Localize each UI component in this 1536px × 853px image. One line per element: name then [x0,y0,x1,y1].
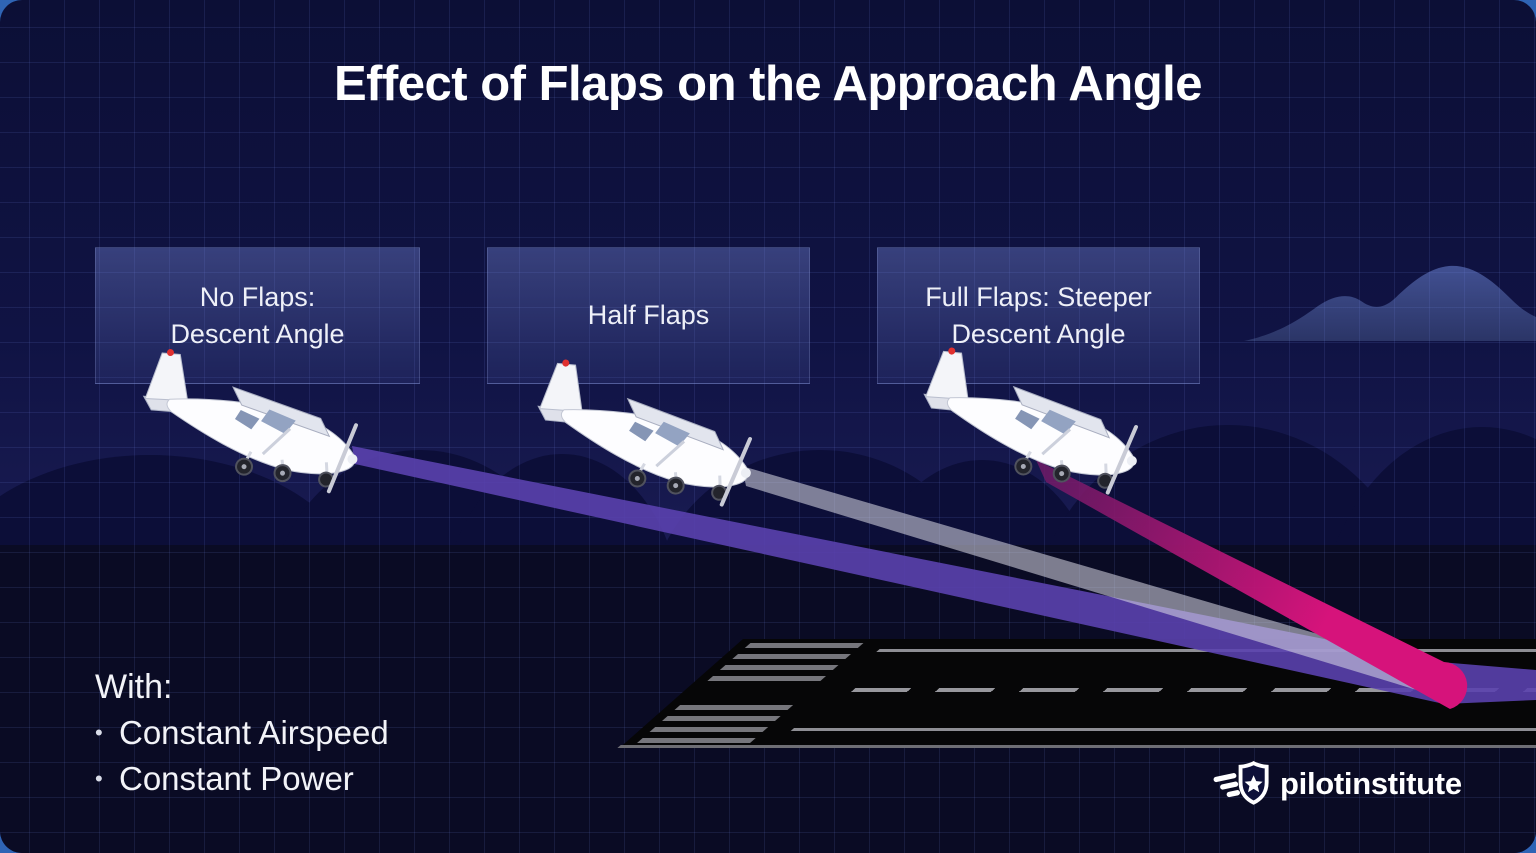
conditions-heading: With: [95,668,173,706]
label-box-half-flaps: Half Flaps [487,247,810,384]
threshold-stripe [732,654,851,659]
bullet-icon: • [95,720,103,745]
winged-shield-star-icon [1213,761,1269,805]
label-line: Half Flaps [587,300,710,330]
threshold-stripe [719,665,839,670]
runway [617,639,1536,748]
threshold-stripe [661,716,781,721]
condition-item: • Constant Power [95,756,389,802]
conditions-block: With: • Constant Airspeed • Constant Pow… [95,664,389,802]
label-box-full-flaps: Full Flaps: Steeper Descent Angle [877,247,1200,384]
brand-name: pilotinstitute [1280,765,1462,801]
label-line: Descent Angle [170,318,345,349]
condition-text: Constant Airspeed [119,714,389,751]
threshold-stripe [674,705,794,710]
bullet-icon: • [95,766,103,791]
runway-centerline [850,688,1536,692]
runway-edge-line-top [876,649,1536,652]
condition-item: • Constant Airspeed [95,710,389,756]
threshold-stripe [637,738,756,743]
page-title: Effect of Flaps on the Approach Angle [333,57,1203,111]
label-line: Full Flaps: Steeper [925,281,1152,312]
mountain-silhouette [1244,265,1536,341]
label-line: Descent Angle [951,318,1126,349]
label-box-no-flaps: No Flaps: Descent Angle [95,247,420,384]
threshold-stripe [707,676,827,681]
runway-edge-line-bottom [790,728,1536,731]
condition-text: Constant Power [119,760,354,797]
threshold-stripe [744,643,864,648]
threshold-stripe [649,727,769,732]
pilot-institute-logo: pilotinstitute [1213,760,1462,807]
runway-boundary-line [617,745,1536,748]
label-line: No Flaps: [199,281,316,312]
